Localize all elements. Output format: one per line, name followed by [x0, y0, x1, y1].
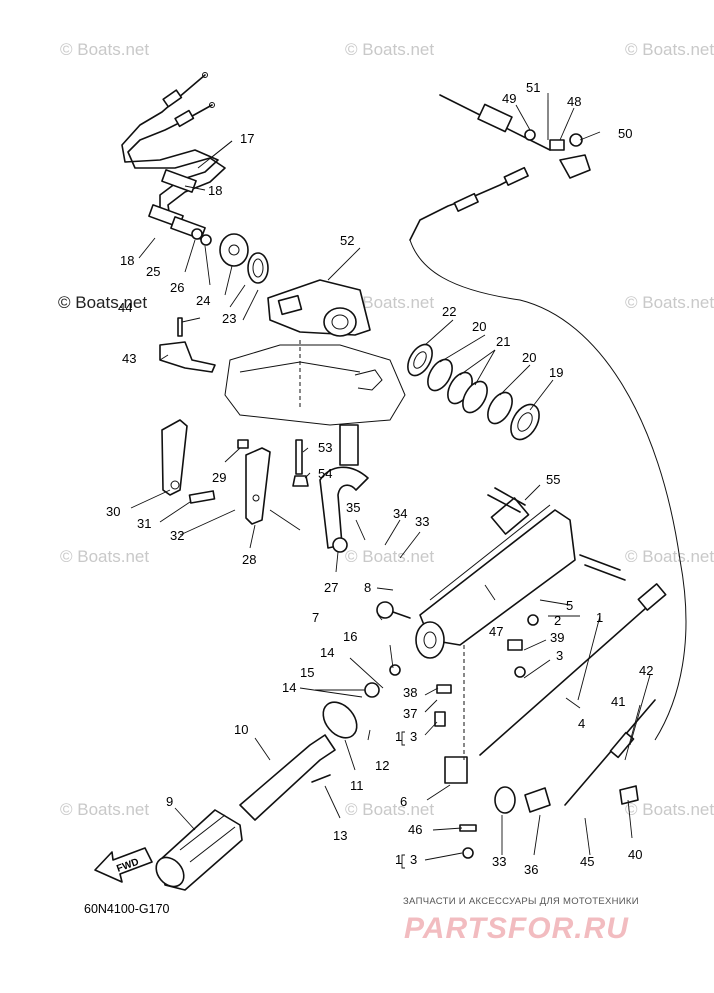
throttle-cable-long	[409, 239, 687, 741]
callout: 7	[312, 610, 319, 625]
callout: 21	[496, 334, 510, 349]
callout: 50	[618, 126, 632, 141]
callout: 12	[375, 758, 389, 773]
callout: 18	[120, 253, 134, 268]
callout: 36	[524, 862, 538, 877]
watermark-dark: © Boats.net	[58, 293, 147, 312]
callout: 29	[212, 470, 226, 485]
callout: 44	[118, 300, 132, 315]
callout: 54	[318, 466, 332, 481]
watermark: © Boats.net	[625, 40, 714, 59]
shop-tagline: ЗАПЧАСТИ И АКСЕССУАРЫ ДЛЯ МОТОТЕХНИКИ	[403, 896, 639, 907]
fwd-arrow: FWD	[94, 847, 153, 883]
callout: 14	[282, 680, 296, 695]
diagram-reference: 60N4100-G170	[84, 902, 170, 916]
callout: 15	[300, 665, 314, 680]
callout: 48	[567, 94, 581, 109]
callout: 40	[628, 847, 642, 862]
callout: 8	[364, 580, 371, 595]
callout: 2	[554, 613, 561, 628]
callout: 14	[320, 645, 334, 660]
washer-stack	[407, 343, 540, 441]
watermark: © Boats.net	[345, 40, 434, 59]
watermark: © Boats.net	[60, 800, 149, 819]
callout: 46	[408, 822, 422, 837]
callout: 34	[393, 506, 407, 521]
callout: 20	[522, 350, 536, 365]
shop-watermark: ЗАПЧАСТИ И АКСЕССУАРЫ ДЛЯ МОТОТЕХНИКИ PA…	[403, 896, 639, 945]
callout: 20	[472, 319, 486, 334]
leader-lines	[130, 93, 651, 861]
callout: 25	[146, 264, 160, 279]
watermark: © Boats.net	[625, 293, 714, 312]
callout: 31	[137, 516, 151, 531]
watermark: © Boats.net	[345, 547, 434, 566]
watermark: © Boats.net	[60, 40, 149, 59]
watermark: © Boats.net	[345, 800, 434, 819]
callout: 3	[410, 729, 417, 744]
callout: 37	[403, 706, 417, 721]
callout: 18	[208, 183, 222, 198]
callout: 41	[611, 694, 625, 709]
watermark: © Boats.net	[625, 547, 714, 566]
callout: 27	[324, 580, 338, 595]
callouts: 17 18 18 25 26 24 23 52 22 20 21 20 19 4…	[106, 80, 653, 877]
callout: 3	[410, 852, 417, 867]
callout: 35	[346, 500, 360, 515]
callout: 16	[343, 629, 357, 644]
callout: 51	[526, 80, 540, 95]
callout: 42	[639, 663, 653, 678]
callout: 55	[546, 472, 560, 487]
callout: 38	[403, 685, 417, 700]
callout: 23	[222, 311, 236, 326]
watermark: © Boats.net	[60, 547, 149, 566]
callout: 19	[549, 365, 563, 380]
callout: 10	[234, 722, 248, 737]
small-parts	[364, 601, 551, 859]
callout: 28	[242, 552, 256, 567]
callout: 22	[442, 304, 456, 319]
linkage-top-right	[439, 94, 591, 179]
friction-bracket	[159, 317, 369, 553]
tiller-handle-housing	[415, 487, 626, 659]
callout: 30	[106, 504, 120, 519]
callout: 9	[166, 794, 173, 809]
callout: 17	[240, 131, 254, 146]
callout: 4	[578, 716, 585, 731]
callout: 33	[492, 854, 506, 869]
watermark: © Boats.net	[625, 800, 714, 819]
callout: 11	[350, 778, 364, 793]
callout: 1	[395, 729, 402, 744]
callout: 13	[333, 828, 347, 843]
callout: 6	[400, 794, 407, 809]
shop-logo: PARTSFOR.RU	[404, 912, 629, 945]
watermark: © Boats.net	[345, 293, 434, 312]
callout: 32	[170, 528, 184, 543]
callout: 1	[395, 852, 402, 867]
callout: 24	[196, 293, 210, 308]
callout: 39	[550, 630, 564, 645]
callout: 52	[340, 233, 354, 248]
callout: 49	[502, 91, 516, 106]
throttle-grip	[155, 701, 358, 891]
callout: 1	[596, 610, 603, 625]
callout: 3	[556, 648, 563, 663]
callout: 26	[170, 280, 184, 295]
callout: 33	[415, 514, 429, 529]
callout: 47	[489, 624, 503, 639]
callout: 43	[122, 351, 136, 366]
shift-rods	[479, 583, 667, 806]
callout: 45	[580, 854, 594, 869]
callout: 53	[318, 440, 332, 455]
callout: 5	[566, 598, 573, 613]
watermarks: © Boats.net © Boats.net © Boats.net © Bo…	[58, 40, 714, 819]
steering-bracket	[224, 279, 406, 466]
